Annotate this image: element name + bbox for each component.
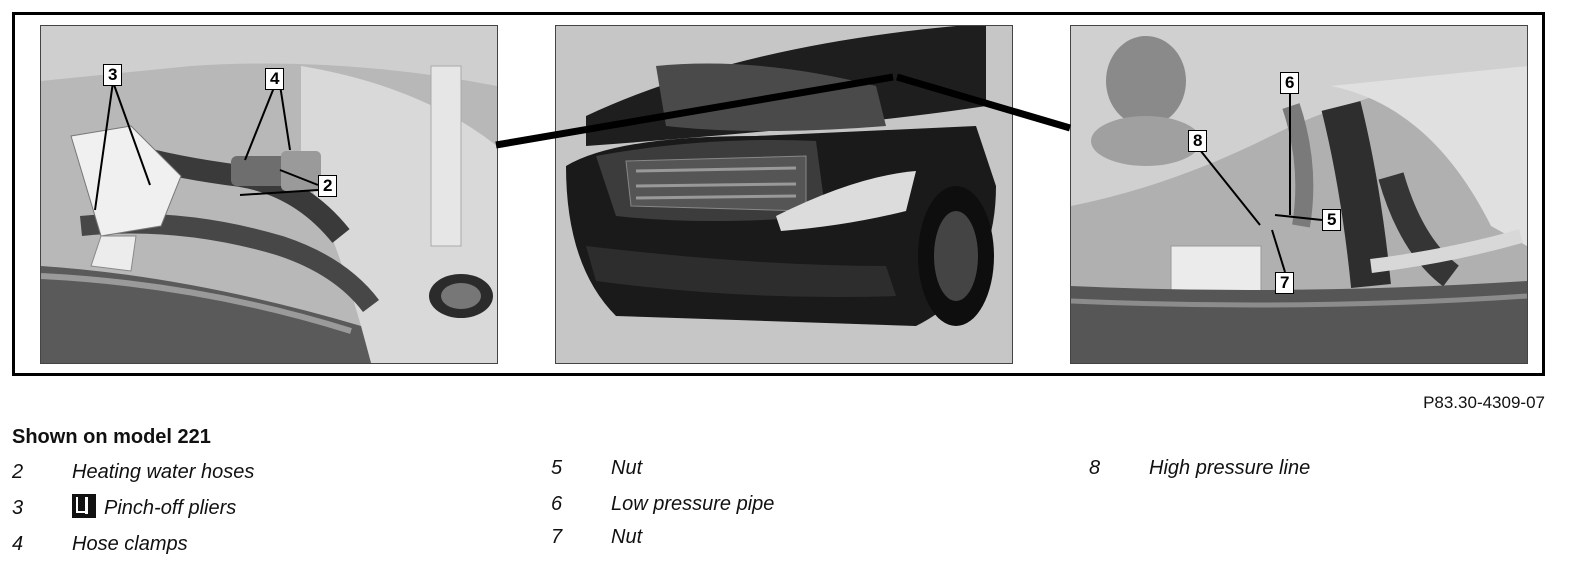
legend-label: Hose clamps [72, 533, 188, 555]
legend-label: Low pressure pipe [611, 493, 775, 515]
callout-8: 8 [1188, 130, 1208, 152]
legend-label: High pressure line [1149, 457, 1311, 479]
legend-label: Nut [611, 526, 643, 548]
photo-vehicle-front [555, 25, 1013, 364]
figure-reference-code: P83.30-4309-07 [1423, 393, 1545, 412]
callout-3: 3 [103, 64, 123, 86]
legend-label: Nut [611, 457, 643, 479]
legend-label: Pinch-off pliers [104, 497, 237, 519]
legend-label: Heating water hoses [72, 461, 255, 483]
callout-4: 4 [265, 68, 285, 90]
legend-number: 8 [1089, 457, 1101, 479]
callout-5: 5 [1322, 209, 1342, 231]
caption-title: Shown on model 221 [12, 426, 211, 448]
legend-number: 7 [551, 526, 563, 548]
special-tool-icon [72, 493, 96, 518]
callout-6: 6 [1280, 72, 1300, 94]
callout-2: 2 [318, 175, 338, 197]
legend-number: 3 [12, 497, 24, 519]
legend-number: 4 [12, 533, 24, 555]
legend-number: 6 [551, 493, 563, 515]
legend-number: 5 [551, 457, 563, 479]
legend-number: 2 [12, 461, 24, 483]
callout-7: 7 [1275, 272, 1295, 294]
